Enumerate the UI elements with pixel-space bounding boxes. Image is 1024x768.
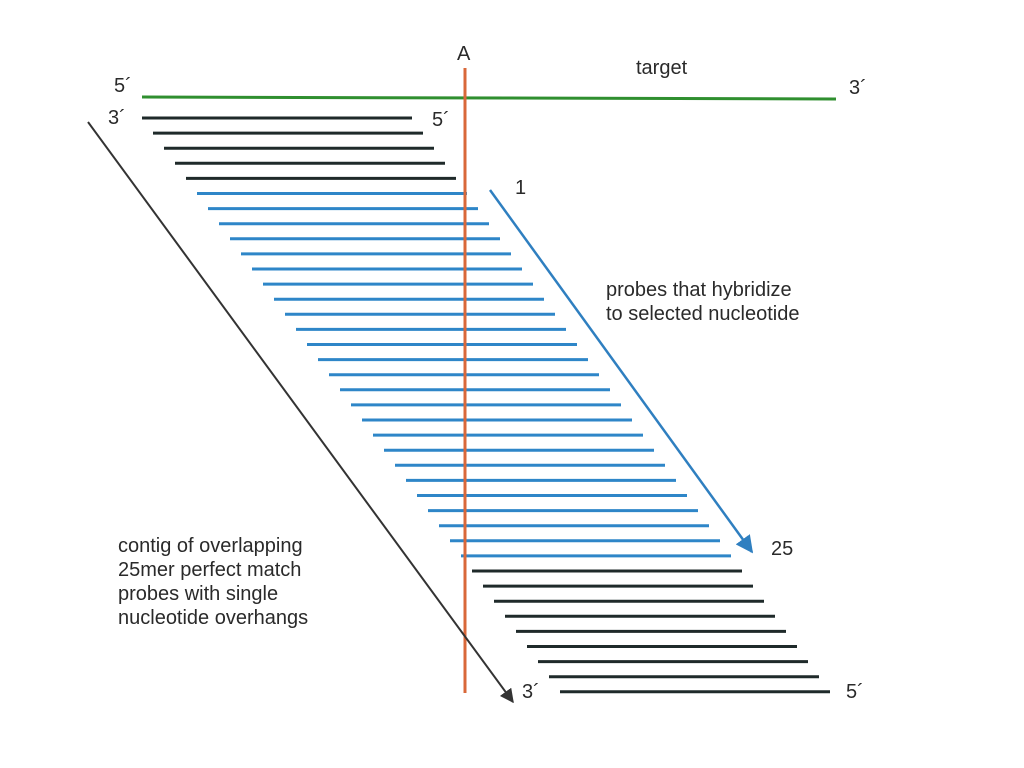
contig-arrow (87, 121, 514, 704)
target-label: target (636, 57, 688, 79)
probe-5prime-top-label: 5´ (432, 109, 450, 131)
position-marker-label: A (457, 43, 471, 65)
contig-caption: contig of overlapping 25mer perfect matc… (118, 534, 378, 630)
first-probe-index: 1 (515, 177, 527, 199)
hybridize-caption-line: to selected nucleotide (606, 303, 800, 325)
hybridize-caption: probes that hybridize to selected nucleo… (606, 278, 866, 326)
probe-5prime-bottom-label: 5´ (846, 681, 864, 703)
probe-3prime-bottom-label: 3´ (522, 681, 540, 703)
last-probe-index: 25 (771, 538, 794, 560)
target-strand (141, 95, 837, 101)
contig-caption-line: 25mer perfect match (118, 559, 302, 581)
contig-caption-line: contig of overlapping (118, 535, 303, 557)
hybridizing-probes-arrow (488, 189, 754, 554)
probe-3prime-top-label: 3´ (108, 107, 126, 129)
target-3prime-label: 3´ (849, 77, 867, 99)
contig-caption-line: nucleotide overhangs (118, 607, 309, 629)
probe-group (142, 116, 830, 694)
contig-caption-line: probes with single (118, 583, 279, 605)
hybridize-caption-line: probes that hybridize (606, 279, 792, 301)
target-5prime-label: 5´ (114, 75, 132, 97)
